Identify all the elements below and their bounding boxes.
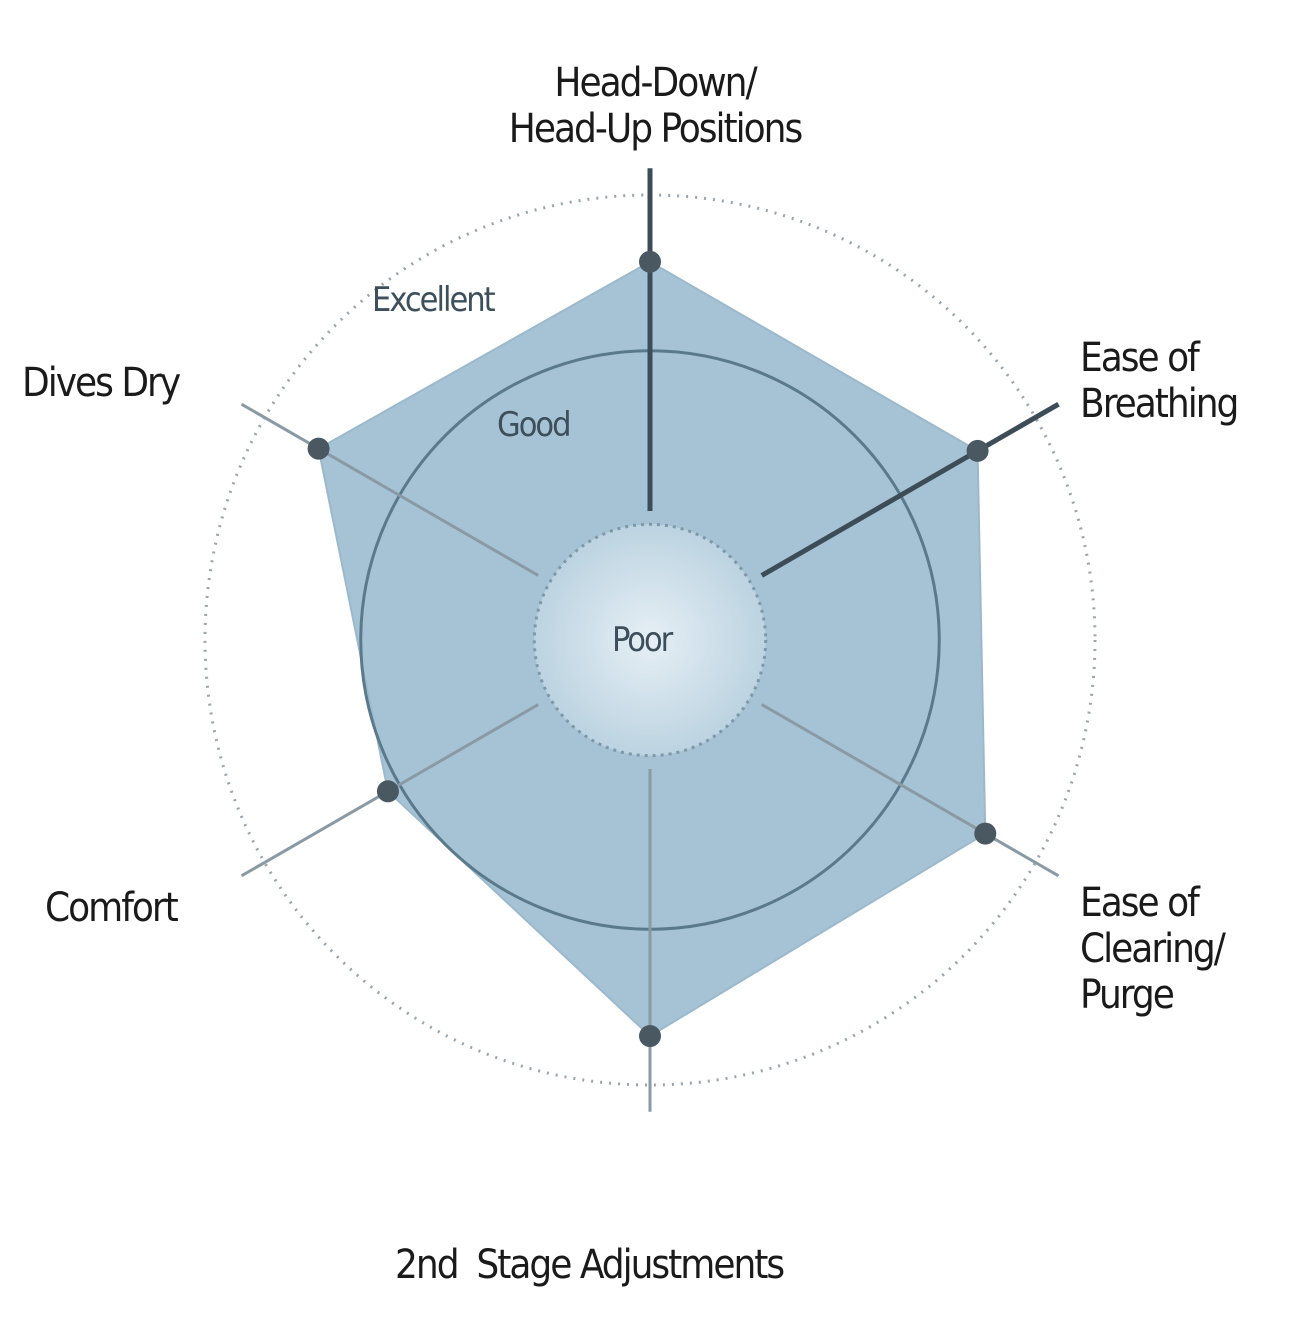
axis-label-ease-of-breathing: Ease of Breathing: [1080, 335, 1239, 427]
axis-label-line: Clearing/: [1080, 926, 1226, 972]
data-point: [639, 1025, 661, 1048]
axis-label-line: 2nd Stage Adjustments: [395, 1242, 785, 1288]
ring-label-good: Good: [497, 405, 572, 445]
axis-label-line: Breathing: [1080, 381, 1239, 427]
data-point: [376, 780, 399, 803]
axis-label-line: Purge: [1080, 972, 1175, 1018]
axis-label-line: Comfort: [45, 885, 179, 931]
axis-label-line: Head-Down/: [554, 60, 757, 106]
axis-label-comfort: Comfort: [45, 885, 179, 931]
axis-label-2nd-stage: 2nd Stage Adjustments: [395, 1150, 915, 1334]
axis-line: [761, 703, 1060, 878]
axis-label-line: Ease of: [1080, 880, 1200, 926]
axis-line: [240, 402, 539, 577]
data-point: [966, 439, 989, 462]
axis-line: [760, 401, 1060, 578]
ring-poor: [532, 522, 768, 758]
radar-chart: [203, 168, 1097, 1112]
ring-excellent: [203, 193, 1097, 1087]
axis-label-ease-of-clearing: Ease of Clearing/ Purge: [1080, 880, 1226, 1018]
data-point: [974, 822, 997, 845]
axis-label-line: Head-Up Positions: [508, 106, 803, 152]
axis-label-line: Ease of: [1080, 335, 1200, 381]
ring-label-poor: Poor: [612, 620, 673, 660]
axis-label-head-down: Head-Down/ Head-Up Positions: [455, 60, 855, 152]
data-point: [639, 250, 661, 273]
axis-label-dives-dry: Dives Dry: [22, 360, 181, 406]
axis-label-line: Dives Dry: [22, 360, 181, 406]
ring-label-excellent: Excellent: [372, 280, 496, 320]
data-point: [307, 437, 330, 460]
